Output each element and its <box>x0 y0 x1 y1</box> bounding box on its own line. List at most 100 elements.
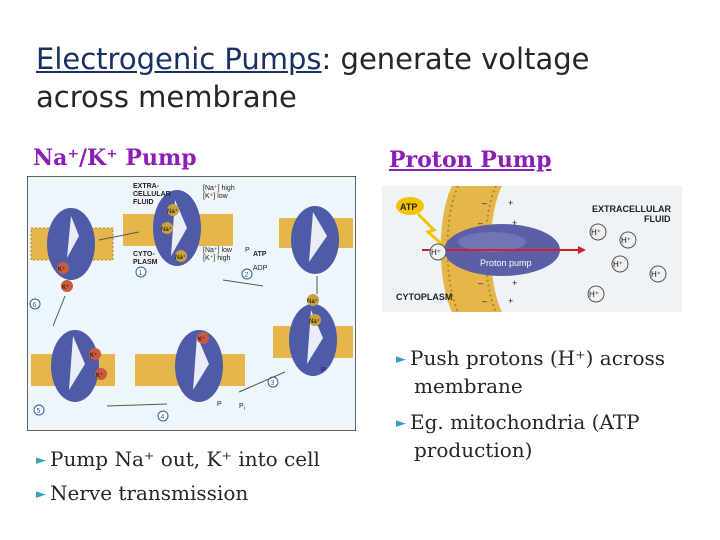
svg-text:H⁺: H⁺ <box>431 248 441 257</box>
na-low-label: [Na⁺] low <box>203 247 233 254</box>
phosphate-label-1: P <box>245 247 250 254</box>
extracellular-label-2: CELLULAR <box>133 191 171 198</box>
bullet-text-line1: Eg. mitochondria (ATP <box>410 410 640 434</box>
ion-na-1: Na⁺ <box>167 204 179 216</box>
phosphate-label-2: P <box>321 367 326 374</box>
svg-text:–: – <box>478 218 483 228</box>
bullet-pump-na-k: ► Pump Na⁺ out, K⁺ into cell <box>36 447 320 475</box>
membrane-charges: – + – + – + – + <box>478 198 517 306</box>
ion-k-4: K⁺ <box>89 348 101 360</box>
bullet-marker-icon: ► <box>396 352 406 367</box>
svg-text:H⁺: H⁺ <box>651 270 661 279</box>
membrane-lipid-lines <box>446 186 497 312</box>
na-high-label: [Na⁺] high <box>203 185 235 192</box>
ion-na-3: Na⁺ <box>175 250 187 262</box>
step-1: 1 <box>135 266 147 278</box>
bullet-text: Nerve transmission <box>50 481 249 505</box>
svg-text:Na⁺: Na⁺ <box>167 208 178 215</box>
svg-text:6: 6 <box>33 302 37 309</box>
svg-text:K⁺: K⁺ <box>90 352 97 359</box>
bullet-text-line2: membrane <box>414 374 523 398</box>
title-line2: across membrane <box>36 80 297 114</box>
ion-k-1: K⁺ <box>57 262 69 274</box>
svg-text:4: 4 <box>161 414 165 421</box>
svg-text:H⁺: H⁺ <box>591 228 601 237</box>
svg-text:–: – <box>482 296 487 306</box>
proton-pump-highlight <box>458 232 526 252</box>
svg-text:3: 3 <box>271 380 275 387</box>
bullet-push-protons: ► Push protons (H⁺) across membrane <box>396 346 696 398</box>
svg-text:+: + <box>512 218 517 228</box>
svg-text:Na⁺: Na⁺ <box>309 318 320 325</box>
pump-channel-step5 <box>69 336 85 390</box>
cytoplasm-label-2: PLASM <box>133 259 158 266</box>
cycle-arrows <box>52 231 318 407</box>
ion-k-3: K⁺ <box>197 332 209 344</box>
svg-text:K⁺: K⁺ <box>62 284 69 291</box>
step-2: 2 <box>241 268 253 280</box>
ion-na-4: Na⁺ <box>307 294 319 306</box>
proton-4: H⁺ <box>649 265 667 283</box>
proton-1: H⁺ <box>589 223 607 241</box>
step-6: 6 <box>29 298 41 310</box>
svg-text:–: – <box>482 198 487 208</box>
cytoplasm-label: CYTOPLASM <box>396 292 452 302</box>
pump-channel-step6 <box>67 216 79 258</box>
bullet-text: Pump Na⁺ out, K⁺ into cell <box>50 447 320 471</box>
bullet-nerve-transmission: ► Nerve transmission <box>36 481 248 509</box>
lightning-bolt-icon <box>416 212 445 248</box>
inorganic-phosphate-label: Pi <box>239 403 245 412</box>
svg-text:2: 2 <box>245 272 249 279</box>
extracellular-label-1: EXTRA- <box>133 183 160 190</box>
svg-text:Na⁺: Na⁺ <box>175 254 186 261</box>
atp-label: ATP <box>253 251 267 258</box>
ion-k-2: K⁺ <box>61 280 73 292</box>
step-5: 5 <box>33 404 45 416</box>
svg-text:H⁺: H⁺ <box>589 290 599 299</box>
svg-text:H⁺: H⁺ <box>621 236 631 245</box>
proton-pump-label: Proton pump <box>480 258 532 268</box>
bullet-marker-icon: ► <box>36 453 46 468</box>
extracellular-label-3: FLUID <box>133 199 154 206</box>
bullet-text-line1: Push protons (H⁺) across <box>410 346 666 370</box>
proton-6: H⁺ <box>429 243 447 261</box>
svg-text:Na⁺: Na⁺ <box>161 226 172 233</box>
proton-2: H⁺ <box>619 231 637 249</box>
atp-label: ATP <box>400 202 417 212</box>
bullet-text-line2: production) <box>414 438 533 462</box>
k-high-label: [K⁺] high <box>203 255 231 262</box>
bullet-marker-icon: ► <box>36 487 46 502</box>
bullet-mitochondria: ► Eg. mitochondria (ATP production) <box>396 410 696 462</box>
na-k-pump-diagram: EXTRA- CELLULAR FLUID [Na⁺] high [K⁺] lo… <box>27 176 356 431</box>
extracellular-label-2: FLUID <box>644 214 671 224</box>
svg-text:H⁺: H⁺ <box>613 260 623 269</box>
svg-text:K⁺: K⁺ <box>58 266 65 273</box>
step-4: 4 <box>157 410 169 422</box>
slide-title: Electrogenic Pumps: generate voltage acro… <box>36 40 676 116</box>
cytoplasm-label-1: CYTO- <box>133 251 155 258</box>
title-underlined: Electrogenic Pumps <box>36 42 322 76</box>
proton-5: H⁺ <box>587 285 605 303</box>
svg-text:5: 5 <box>37 408 41 415</box>
proton-pump-heading: Proton Pump <box>389 147 552 173</box>
adp-label: ADP <box>253 265 268 272</box>
proton-3: H⁺ <box>611 255 629 273</box>
k-low-label: [K⁺] low <box>203 193 229 200</box>
ion-k-5: K⁺ <box>95 368 107 380</box>
svg-text:K⁺: K⁺ <box>198 336 205 343</box>
pump-channel-step2 <box>309 212 327 262</box>
svg-text:–: – <box>478 278 483 288</box>
pump-channel-step4 <box>193 336 209 390</box>
proton-pump-diagram: Proton pump ATP EXTRACELLULAR FLUID CYTO… <box>382 186 682 312</box>
atp-icon <box>396 197 424 215</box>
svg-text:Na⁺: Na⁺ <box>307 298 318 305</box>
phosphate-label-3: P <box>217 401 222 408</box>
ion-na-2: Na⁺ <box>161 222 173 234</box>
bullet-marker-icon: ► <box>396 416 406 431</box>
svg-text:+: + <box>508 296 513 306</box>
svg-text:K⁺: K⁺ <box>96 372 103 379</box>
ion-na-5: Na⁺ <box>309 314 321 326</box>
na-k-pump-heading: Na⁺/K⁺ Pump <box>33 145 197 171</box>
title-rest: : generate voltage <box>321 42 590 76</box>
transport-arrowhead <box>578 246 586 254</box>
